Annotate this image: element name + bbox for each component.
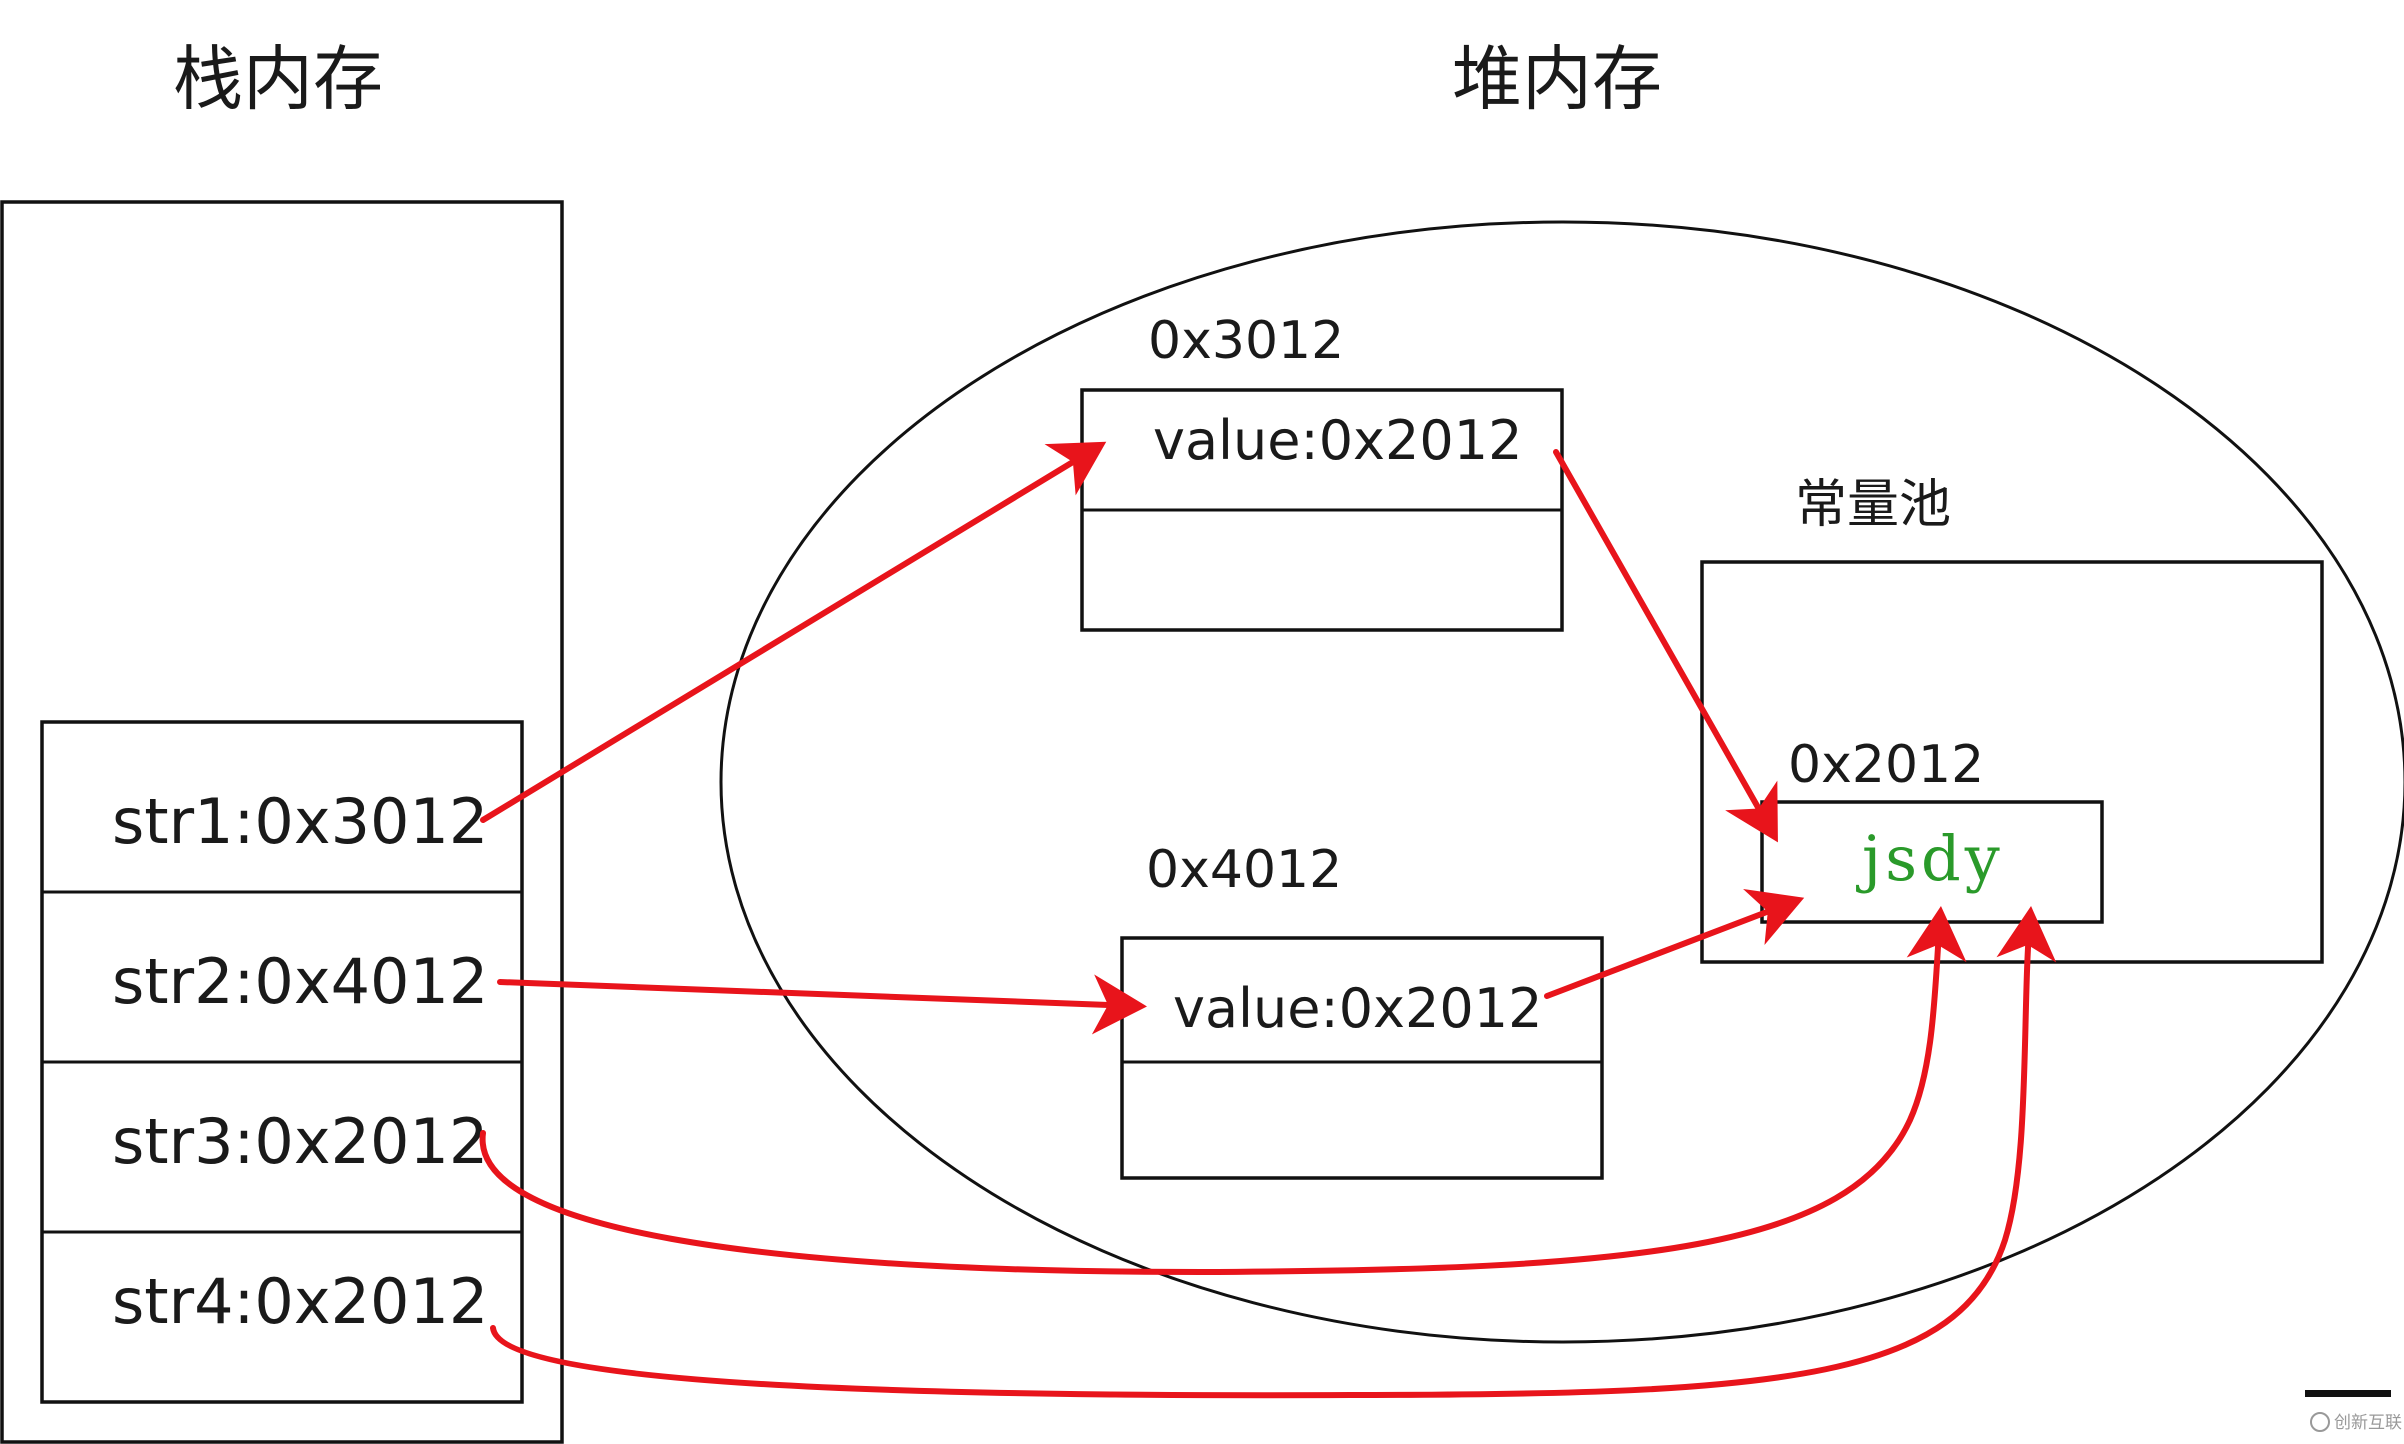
heap-object-1-address: 0x3012 [1148, 311, 1344, 371]
heap-object-1-field: value:0x2012 [1153, 409, 1522, 472]
arrow-str2-to-heap-object-2 [497, 974, 1147, 1035]
constant-pool-entry-box [1760, 800, 2104, 924]
arrow-str3-to-pool [479, 906, 1967, 1276]
stack-slot-str1: str1:0x3012 [112, 785, 488, 858]
heap-object-2-box [1120, 936, 1604, 1180]
watermark-bar [2305, 1390, 2391, 1397]
constant-pool-label: 常量池 [1795, 475, 1951, 535]
heap-object-2-field: value:0x2012 [1173, 977, 1542, 1040]
constant-pool-entry-value: jsdy [1856, 822, 2004, 895]
stack-slot-str4: str4:0x2012 [112, 1265, 488, 1338]
stack-slot-str2: str2:0x4012 [112, 945, 488, 1018]
heap-title: 堆内存 [1452, 38, 1662, 120]
arrow-heap-object-1-to-pool [1553, 449, 1778, 843]
heap-ellipse [719, 220, 2404, 1344]
arrow-str4-to-pool [490, 906, 2057, 1399]
arrow-str1-to-heap-object-1 [480, 441, 1107, 823]
arrow-heap-object-2-to-pool [1544, 888, 1805, 999]
heap-object-2-address: 0x4012 [1146, 840, 1342, 900]
stack-title: 栈内存 [173, 38, 383, 120]
watermark-logo-icon [2310, 1412, 2330, 1432]
stack-slot-str3: str3:0x2012 [112, 1105, 488, 1178]
watermark-text: 创新互联 [2334, 1413, 2402, 1433]
constant-pool-entry-address: 0x2012 [1788, 735, 1984, 795]
